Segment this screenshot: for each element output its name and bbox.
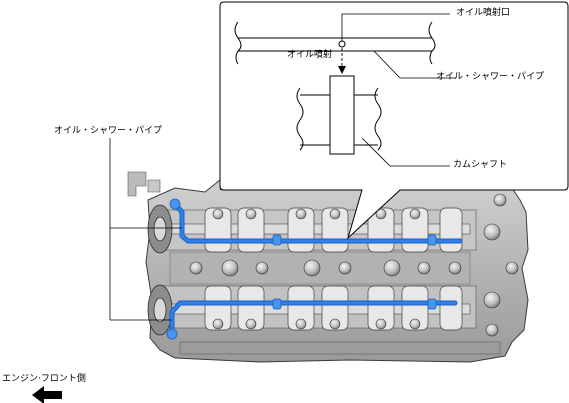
oil-shower-pipe-lower [169, 300, 458, 337]
bolt-bosses [189, 193, 519, 337]
label-engine-front: エンジン·フロント側 [2, 374, 86, 384]
cam-sprockets [147, 204, 173, 336]
arrow-left-icon [32, 386, 62, 403]
detail-callout [219, 1, 569, 240]
detail-leaders [341, 13, 456, 167]
label-camshaft: カムシャフト [453, 160, 508, 170]
detail-oil-pipe [234, 21, 436, 65]
label-oil-shower-pipe-main: オイル・シャワー・パイプ [54, 126, 163, 136]
label-oil-spray: オイル噴射 [287, 50, 333, 60]
cylinder-head [127, 171, 529, 363]
label-oil-shower-pipe-detail: オイル・シャワー・パイプ [436, 72, 545, 82]
label-oil-outlet: オイル噴射口 [456, 8, 511, 18]
lower-cam-caps [204, 285, 463, 331]
pipe-banjo-fittings [166, 198, 437, 340]
oil-shower-pipe-leader [109, 138, 182, 321]
detail-nozzle [338, 40, 346, 74]
detail-camshaft [296, 75, 382, 155]
